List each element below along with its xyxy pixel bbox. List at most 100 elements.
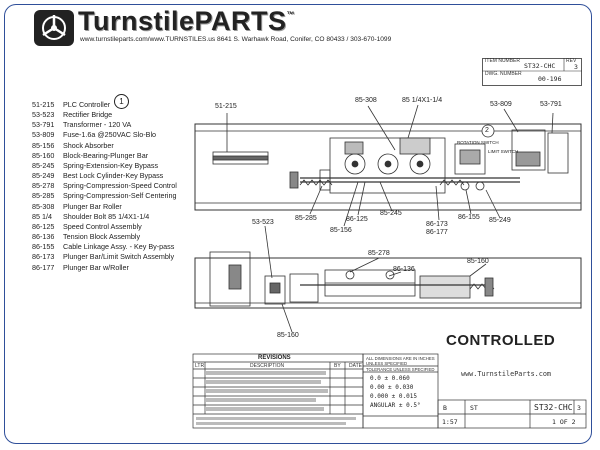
legend-item-code: 85-245 — [32, 160, 55, 170]
callout-85-160-right: 85-160 — [467, 258, 489, 265]
tb-rev: 3 — [577, 404, 581, 412]
callout-85-249: 85-249 — [489, 217, 511, 224]
legend-item: 85 1/4 Shoulder Bolt 85 1/4X1-1/4 — [32, 212, 177, 222]
legend-item: 85-160 Block-Bearing-Plunger Bar — [32, 151, 177, 161]
callout-86-177: 86-177 — [426, 229, 448, 236]
legend-item: 86-136 Tension Block Assembly — [32, 232, 177, 242]
legend-item-code: 85-308 — [32, 201, 55, 211]
legend-item-code: 86-155 — [32, 242, 55, 252]
contact-line: www.turnstileparts.com/www.TURNSTILES.us… — [80, 36, 392, 43]
callout-86-136: 86-136 — [393, 266, 415, 273]
legend-circle-number: 1 — [114, 94, 129, 109]
part-number-label: ITEM NUMBER — [485, 58, 520, 64]
callout-53-809: 53-809 — [490, 101, 512, 108]
legend-item: 86-125 Speed Control Assembly — [32, 222, 177, 232]
dwg-number-label: DWG. NUMBER — [485, 71, 522, 77]
tb-part: ST32-CHC — [534, 403, 573, 412]
legend-item-description: Block-Bearing-Plunger Bar — [63, 150, 149, 160]
legend-item-description: Spring-Compression-Self Centering — [63, 191, 177, 201]
controlled-stamp: CONTROLLED — [446, 332, 556, 349]
tolerance-row: 0.00 ± 0.030 — [370, 384, 414, 391]
legend-item-description: Spring-Extension-Key Bypass — [63, 160, 159, 170]
callout-86-173: 86-173 — [426, 221, 448, 228]
legend-item-code: 86-125 — [32, 221, 55, 231]
legend-item: 86-173 Plunger Bar/Limit Switch Assembly — [32, 252, 177, 262]
callout-53-791: 53-791 — [540, 101, 562, 108]
legend-item-description: Plunger Bar/Limit Switch Assembly — [63, 252, 175, 262]
legend-item-description: Cable Linkage Assy. - Key By-pass — [63, 242, 175, 252]
legend-item-description: Plunger Bar Roller — [63, 201, 122, 211]
legend-item: 85-278 Spring-Compression-Speed Control — [32, 181, 177, 191]
tb-scale: 1:57 — [442, 418, 458, 426]
turnstile-logo-icon — [34, 10, 74, 46]
legend-item: 86-177 Plunger Bar w/Roller — [32, 263, 177, 273]
rev-col-description: DESCRIPTION — [250, 363, 285, 369]
legend-item-code: 85-249 — [32, 171, 55, 181]
tolerance-heading: ALL DIMENSIONS ARE IN INCHES UNLESS SPEC… — [366, 356, 435, 366]
legend-item: 85-285 Spring-Compression-Self Centering — [32, 191, 177, 201]
legend-item-code: 51-215 — [32, 100, 55, 109]
circle-two-label: 2 — [485, 127, 489, 134]
callout-shoulder-bolt: 85 1/4X1-1/4 — [402, 97, 443, 104]
callout-53-523: 53-523 — [252, 219, 274, 226]
legend-item-description: Rectifier Bridge — [63, 110, 113, 120]
legend-item: 85-249 Best Lock Cylinder-Key Bypass — [32, 171, 177, 181]
legend-item-description: Speed Control Assembly — [63, 221, 142, 231]
legend-item-code: 85 1/4 — [32, 211, 52, 221]
legend-item-description: Shoulder Bolt 85 1/4X1-1/4 — [63, 211, 150, 221]
brand-title: TurnstilePARTS™ — [78, 6, 296, 36]
legend-item-code: 85-278 — [32, 181, 55, 191]
callout-86-155: 86-155 — [458, 214, 480, 221]
callout-86-125: 86-125 — [346, 216, 368, 223]
website-text: www.TurnstileParts.com — [461, 370, 552, 378]
top-title-block — [482, 58, 582, 86]
rev-col-ltr: LTR — [195, 363, 205, 369]
callout-51-215: 51-215 — [215, 103, 237, 110]
legend-item: 53-791 Transformer - 120 VA — [32, 120, 177, 130]
callout-85-278: 85-278 — [368, 250, 390, 257]
rev-label: REV — [566, 58, 577, 64]
tb-sheet: 1 OF 2 — [552, 418, 576, 426]
tolerance-sub: TOLERANCE UNLESS SPECIFIED — [366, 367, 435, 372]
legend-item-code: 53-791 — [32, 120, 55, 130]
tb-st: ST — [470, 404, 478, 412]
dwg-number: 00-196 — [538, 75, 562, 83]
rev-value: 3 — [574, 63, 578, 71]
rev-col-date: DATE — [349, 363, 362, 369]
limit-switch-label: LIMIT SWITCH — [488, 149, 519, 154]
rev-col-by: BY — [334, 363, 341, 369]
legend-item-code: 85-160 — [32, 150, 55, 160]
part-number: ST32-CHC — [524, 62, 556, 70]
legend-item: 85-156 Shock Absorber — [32, 141, 177, 151]
legend-item: 85-245 Spring-Extension-Key Bypass — [32, 161, 177, 171]
legend-item-description: Plunger Bar w/Roller — [63, 262, 129, 272]
legend-item-description: Shock Absorber — [63, 140, 114, 150]
callout-85-285: 85-285 — [295, 215, 317, 222]
legend-item-code: 86-173 — [32, 252, 55, 262]
legend-item: 85-308 Plunger Bar Roller — [32, 202, 177, 212]
callout-85-156: 85-156 — [330, 227, 352, 234]
legend-item-code: 85-285 — [32, 191, 55, 201]
legend-item: 53-809 Fuse-1.6a @250VAC Slo-Blo — [32, 130, 177, 140]
legend-item-code: 53-523 — [32, 110, 55, 120]
callout-85-160-left: 85-160 — [277, 332, 299, 339]
legend-item-code: 53-809 — [32, 130, 55, 140]
legend-item-description: Best Lock Cylinder-Key Bypass — [63, 171, 164, 181]
legend-item-description: Tension Block Assembly — [63, 232, 141, 242]
page-frame — [4, 4, 592, 444]
tb-size: B — [443, 404, 447, 412]
callout-85-245: 85-245 — [380, 210, 402, 217]
legend-item-description: Fuse-1.6a @250VAC Slo-Blo — [63, 130, 157, 140]
legend-item-description: Transformer - 120 VA — [63, 120, 132, 130]
legend-item-code: 86-177 — [32, 262, 55, 272]
tolerance-row: ANGULAR ± 0.5° — [370, 402, 421, 409]
callout-85-308: 85-308 — [355, 97, 377, 104]
legend-item: 86-155 Cable Linkage Assy. - Key By-pass — [32, 242, 177, 252]
tolerance-row: 0.000 ± 0.015 — [370, 393, 417, 400]
legend-item-code: 85-156 — [32, 140, 55, 150]
legend-item-description: Spring-Compression-Speed Control — [63, 181, 177, 191]
legend-item-code: 86-136 — [32, 232, 55, 242]
